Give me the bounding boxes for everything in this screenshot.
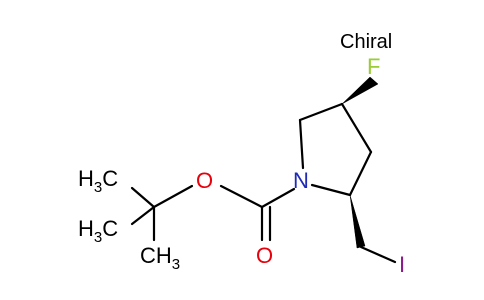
methyl-mid-h: H (78, 216, 94, 241)
methyl-top-c: C (102, 166, 118, 191)
atom-nitrogen: N (293, 168, 309, 193)
methyl-mid-sub: 3 (94, 229, 102, 246)
methyl-bottom-ch: CH (140, 243, 172, 268)
atom-carbonyl-oxygen: O (256, 243, 273, 268)
methyl-bottom-label: CH3 (140, 243, 180, 273)
atom-iodine: I (399, 252, 405, 277)
atom-ester-oxygen: O (196, 168, 213, 193)
bond-n-carbonyl (260, 187, 296, 209)
bond-n-c2 (298, 118, 305, 170)
wedge-bond-fluorine (341, 76, 379, 105)
methyl-mid-c: C (102, 216, 118, 241)
methyl-mid-label: H3C (78, 216, 118, 246)
bond-c2-c3 (298, 102, 344, 122)
methyl-top-label: H3C (78, 166, 118, 196)
methyl-top-sub: 3 (94, 179, 102, 196)
methyl-bottom-sub: 3 (172, 256, 180, 273)
bond-c4-c5 (348, 150, 373, 197)
bond-ester-o-quat (152, 184, 194, 209)
bond-c3-c4 (340, 102, 373, 154)
bond-carbonyl-ester-o (219, 184, 264, 209)
bond-ch2-iodine (359, 245, 397, 264)
atom-fluorine: F (367, 54, 380, 79)
bond-c5-n (310, 183, 352, 197)
wedge-bond-iodomethyl (349, 194, 366, 249)
chiral-label: Chiral (340, 31, 392, 53)
methyl-top-h: H (78, 166, 94, 191)
bond-quat-methyl-mid (130, 205, 156, 226)
bond-quat-methyl-top (130, 186, 156, 209)
